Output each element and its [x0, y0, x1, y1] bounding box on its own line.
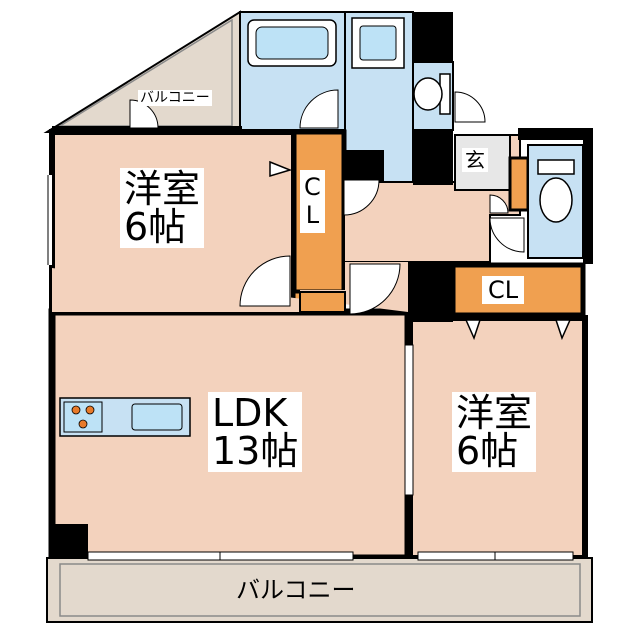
ldk-label: LDK 13帖	[208, 391, 303, 473]
western-room-1-size: 6帖	[124, 205, 187, 249]
balcony-main-label: バルコニー	[232, 576, 360, 604]
balcony-small-label: バルコニー	[138, 90, 212, 106]
sink-icon	[131, 403, 183, 431]
toilet-icon-right	[537, 159, 575, 223]
door-swing-toilet-right	[489, 217, 525, 253]
door-swing-room1	[239, 255, 291, 307]
western-room-1-type: 洋室	[124, 167, 201, 211]
western-room-1-label: 洋室 6帖	[120, 167, 205, 249]
ldk-size: 13帖	[212, 429, 299, 473]
western-room-2-type: 洋室	[456, 391, 533, 435]
toilet-icon	[413, 73, 451, 115]
western-room-2-size: 6帖	[456, 429, 519, 473]
door-swing-bath	[299, 89, 339, 129]
closet-horizontal-label: CL	[482, 276, 525, 304]
sliding-window-room2	[417, 551, 574, 561]
shoe-cabinet	[508, 156, 530, 212]
wet-wall-block	[413, 12, 453, 62]
door-swing-ldk	[349, 263, 401, 315]
closet-vertical-label: C L	[300, 170, 325, 234]
door-swing-balcony	[129, 99, 159, 129]
sliding-door-ldk-room2	[404, 344, 414, 496]
door-swing-entrance	[489, 194, 509, 214]
closet-vertical-l: L	[305, 200, 320, 229]
entrance-label: 玄	[462, 148, 488, 172]
door-swing-toilet	[454, 91, 486, 123]
door-swing-closet	[343, 179, 380, 216]
western-room-2-label: 洋室 6帖	[452, 391, 537, 473]
ldk-type: LDK	[212, 391, 288, 435]
western-room-2	[407, 315, 588, 561]
sliding-window-ldk	[87, 551, 354, 561]
closet-vertical-c: C	[304, 173, 321, 201]
